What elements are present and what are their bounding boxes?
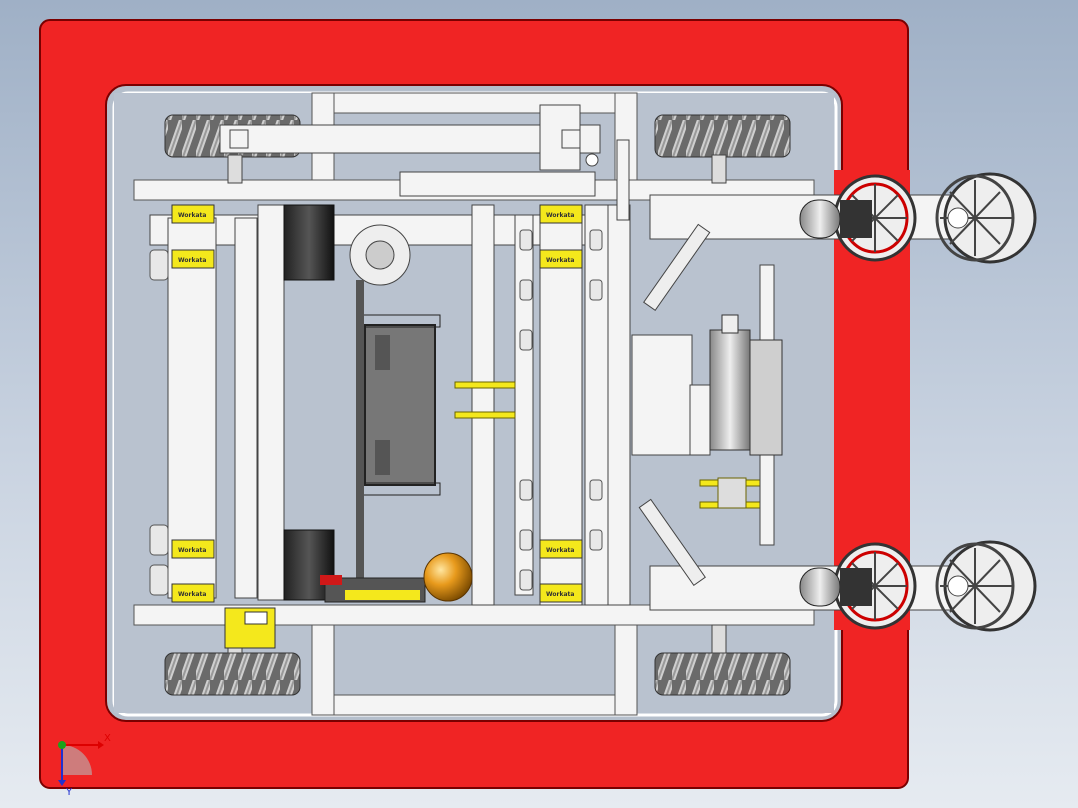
shooter-motor[interactable] bbox=[709, 314, 783, 456]
left-vertical-bars[interactable] bbox=[167, 204, 610, 606]
bracket-5: Workata bbox=[539, 204, 583, 224]
svg-text:Workata: Workata bbox=[546, 591, 574, 598]
center-divider bbox=[356, 280, 364, 600]
bracket-4: Workata bbox=[171, 583, 215, 603]
svg-text:Workata: Workata bbox=[178, 212, 206, 219]
pneumatic-cylinder-upper[interactable] bbox=[643, 223, 711, 312]
svg-text:Workata: Workata bbox=[546, 257, 574, 264]
mecanum-wheel-top-right[interactable] bbox=[654, 114, 791, 158]
svg-text:Workata: Workata bbox=[178, 257, 206, 264]
bottom-tray[interactable] bbox=[320, 575, 426, 603]
yellow-spools-center[interactable] bbox=[454, 381, 761, 509]
bracket-2: Workata bbox=[171, 249, 215, 269]
y-axis-label: Y bbox=[65, 787, 73, 798]
x-axis-label: X bbox=[104, 733, 111, 744]
bracket-3: Workata bbox=[171, 539, 215, 559]
yellow-block[interactable] bbox=[224, 607, 276, 649]
svg-text:Workata: Workata bbox=[178, 547, 206, 554]
motor-upper-left[interactable] bbox=[283, 204, 335, 281]
mecanum-wheel-bottom-right[interactable] bbox=[654, 652, 791, 696]
idler-wheel[interactable] bbox=[349, 224, 411, 286]
right-plate[interactable] bbox=[607, 139, 711, 606]
svg-text:Workata: Workata bbox=[546, 547, 574, 554]
bracket-7: Workata bbox=[539, 539, 583, 559]
left-rollers bbox=[149, 229, 603, 596]
battery-box[interactable] bbox=[359, 314, 441, 496]
game-ball[interactable] bbox=[423, 552, 473, 602]
caster-motor-top[interactable] bbox=[799, 199, 969, 239]
mecanum-wheel-bottom-left[interactable] bbox=[164, 652, 301, 696]
caster-wheel-bottom-2[interactable] bbox=[935, 540, 1037, 632]
svg-text:Workata: Workata bbox=[546, 212, 574, 219]
bracket-6: Workata bbox=[539, 249, 583, 269]
workata-brackets: Workata Workata Workata Workata Workata … bbox=[171, 204, 583, 603]
bracket-8: Workata bbox=[539, 583, 583, 603]
bracket-1: Workata bbox=[171, 204, 215, 224]
chassis-rails[interactable] bbox=[133, 92, 815, 716]
svg-text:Workata: Workata bbox=[178, 591, 206, 598]
caster-motor-bottom[interactable] bbox=[799, 567, 969, 607]
pneumatic-cylinder-lower[interactable] bbox=[638, 498, 706, 587]
xyz-axis-icon: X Y bbox=[58, 733, 111, 798]
